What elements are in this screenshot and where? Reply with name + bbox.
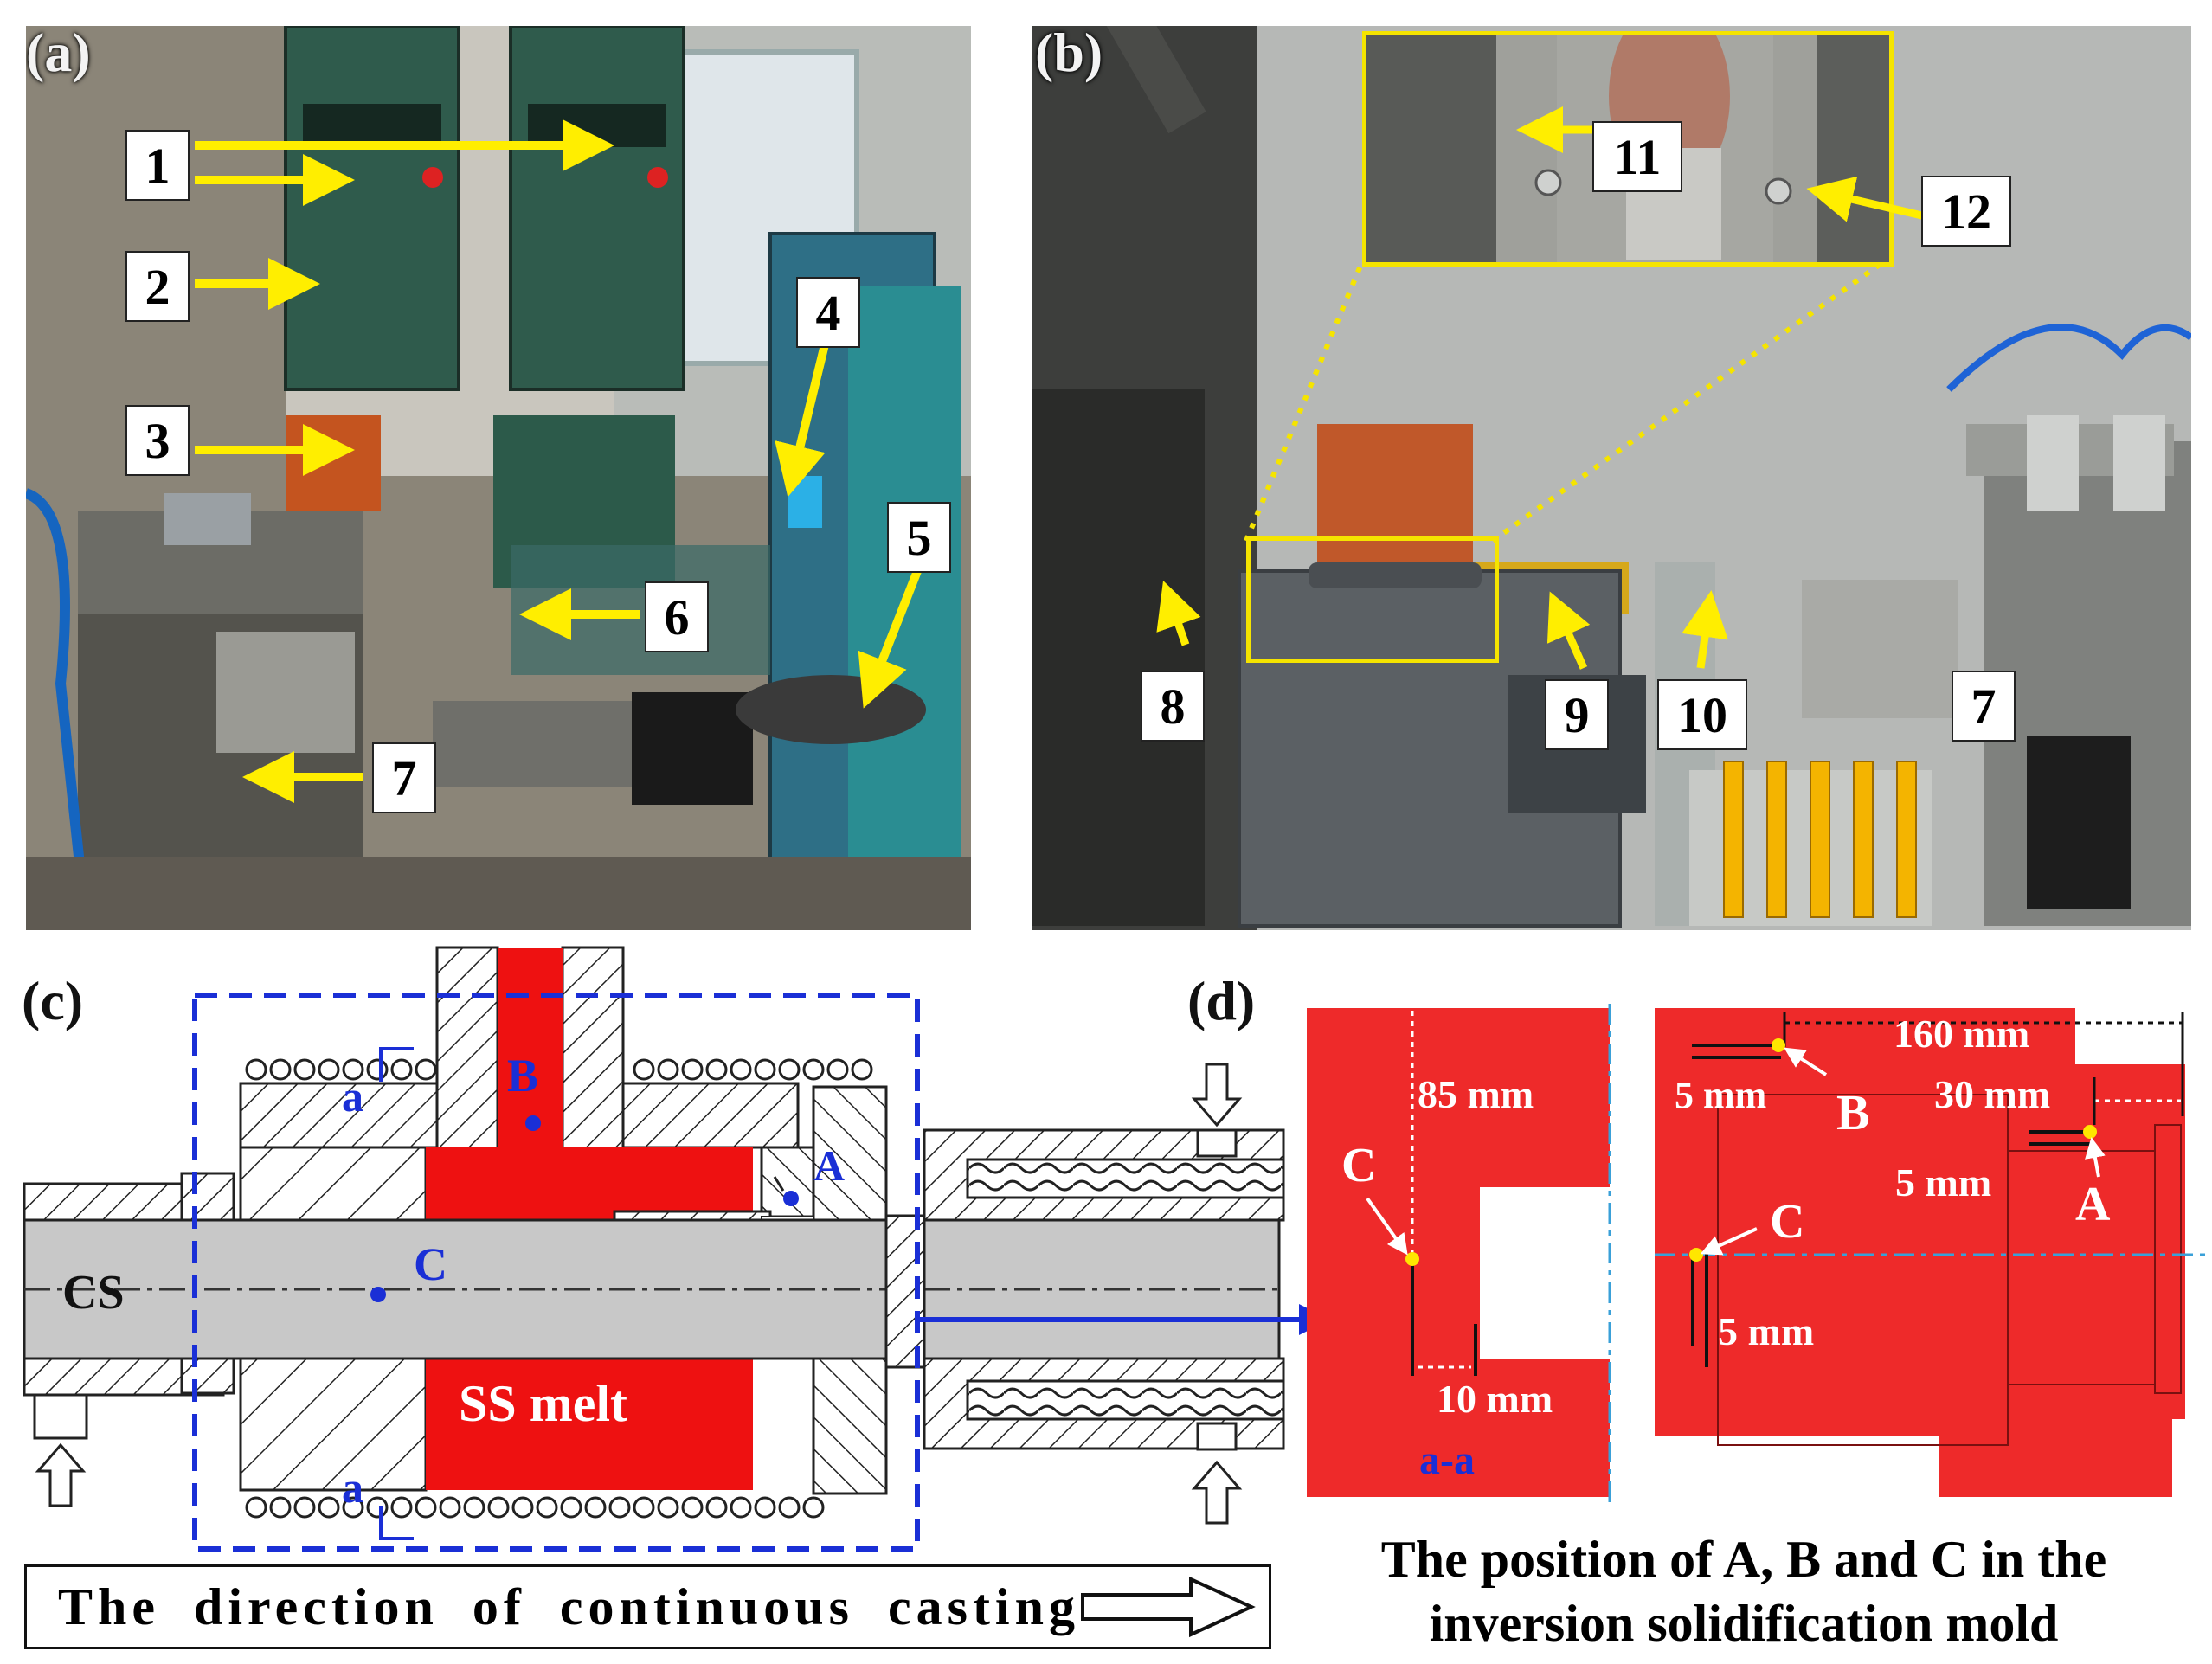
dim-5-a: 5 mm bbox=[1895, 1160, 1992, 1205]
mold-cap-left bbox=[239, 1082, 502, 1149]
coils-bottom bbox=[245, 1496, 825, 1519]
label-section-bottom: a bbox=[342, 1463, 363, 1512]
tag-9: 9 bbox=[1545, 679, 1609, 750]
mold-body-lower-left bbox=[239, 1324, 428, 1492]
feed-tube-right bbox=[561, 946, 625, 1166]
tag-7b: 7 bbox=[1952, 671, 2016, 742]
dim-10: 10 mm bbox=[1437, 1377, 1553, 1421]
cooler-upper bbox=[923, 1128, 1285, 1222]
tag-2: 2 bbox=[125, 251, 190, 322]
cooler-lower bbox=[923, 1357, 1285, 1450]
label-ss-melt: SS melt bbox=[459, 1375, 627, 1432]
label-b-c: B bbox=[507, 1050, 539, 1102]
casting-direction-box: The direction of continuous casting bbox=[24, 1564, 1271, 1649]
panel-c-label: (c) bbox=[22, 970, 84, 1031]
mold-body-upper-left bbox=[239, 1146, 428, 1255]
tag-5: 5 bbox=[887, 502, 951, 573]
panel-d-label: (d) bbox=[1187, 970, 1256, 1031]
label-c-d-left: C bbox=[1341, 1139, 1377, 1192]
panel-d-caption-line1: The position of A, B and C in the bbox=[1380, 1531, 2107, 1588]
section-mark-top bbox=[379, 1047, 414, 1082]
point-b-dot bbox=[525, 1115, 541, 1131]
dim-85: 85 mm bbox=[1418, 1072, 1534, 1116]
cs-rod bbox=[23, 1218, 1281, 1360]
coils-top bbox=[245, 1058, 873, 1081]
label-c-d-right: C bbox=[1770, 1195, 1805, 1249]
point-c-right bbox=[1689, 1248, 1703, 1262]
section-mark-bottom bbox=[379, 1506, 414, 1540]
label-a-d: A bbox=[2075, 1178, 2111, 1231]
label-b-d: B bbox=[1836, 1084, 1870, 1140]
tag-12: 12 bbox=[1921, 176, 2011, 247]
tag-11: 11 bbox=[1592, 121, 1682, 192]
point-a-right bbox=[2083, 1125, 2097, 1139]
label-c-c: C bbox=[414, 1238, 447, 1290]
feed-tube-left bbox=[435, 946, 499, 1166]
mold-cap-right bbox=[614, 1082, 800, 1149]
panel-a-label: (a) bbox=[26, 26, 91, 83]
tag-8: 8 bbox=[1141, 671, 1205, 742]
point-b-right bbox=[1772, 1038, 1785, 1052]
dim-5-c: 5 mm bbox=[1718, 1309, 1815, 1353]
tag-6: 6 bbox=[645, 581, 709, 652]
point-c-dot bbox=[370, 1287, 386, 1302]
casting-direction-caption: The direction of continuous casting bbox=[58, 1578, 1080, 1635]
inlet-arrow-left bbox=[35, 1442, 87, 1507]
point-a-dot bbox=[783, 1191, 799, 1206]
dim-5-b: 5 mm bbox=[1675, 1074, 1767, 1116]
dim-160: 160 mm bbox=[1894, 1012, 2030, 1056]
left-pipe-top bbox=[23, 1182, 225, 1222]
tag-4: 4 bbox=[796, 277, 860, 348]
label-a-c: A bbox=[813, 1141, 846, 1190]
panel-b-source-box bbox=[1246, 536, 1499, 663]
label-cs: CS bbox=[62, 1266, 125, 1320]
tag-7a: 7 bbox=[372, 742, 436, 813]
tag-3: 3 bbox=[125, 405, 190, 476]
label-section-top: a bbox=[342, 1072, 363, 1121]
left-pipe-bottom bbox=[23, 1357, 225, 1397]
tag-1: 1 bbox=[125, 130, 190, 201]
outlet-arrow-top bbox=[1191, 1063, 1243, 1128]
point-c-left bbox=[1405, 1252, 1419, 1266]
panel-d-caption-line2: inversion solidification mold bbox=[1429, 1595, 2059, 1652]
region-box bbox=[192, 993, 920, 1552]
dim-30: 30 mm bbox=[1934, 1072, 2051, 1116]
panel-b-label: (b) bbox=[1035, 26, 1103, 83]
tag-10: 10 bbox=[1657, 679, 1747, 750]
inlet-arrow-bottom bbox=[1191, 1460, 1243, 1525]
ss-melt bbox=[426, 948, 865, 1253]
label-section-a-a: a-a bbox=[1419, 1437, 1475, 1483]
direction-arrow-icon bbox=[1081, 1576, 1256, 1638]
panel-d-caption: The position of A, B and C in the invers… bbox=[1281, 1527, 2207, 1655]
